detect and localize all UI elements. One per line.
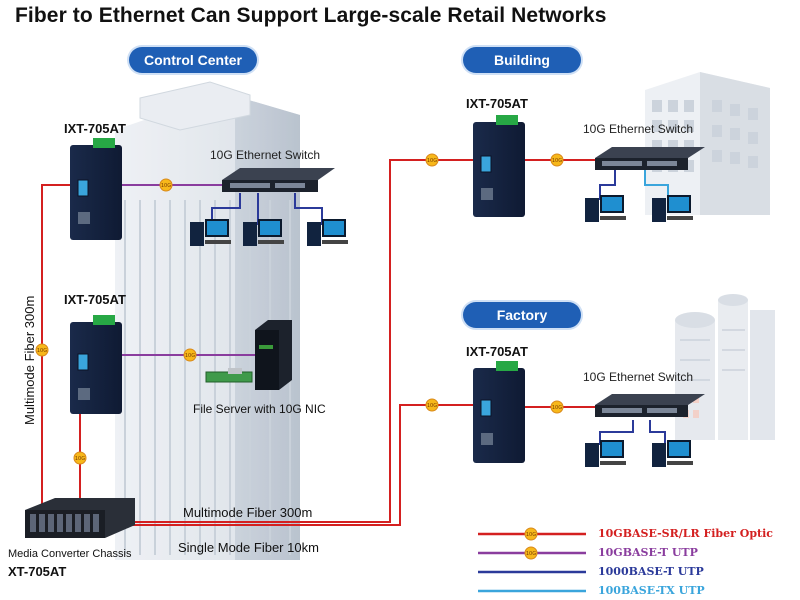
legend-utp1000: 1000BASE-T UTP — [598, 565, 704, 578]
pc-group-building — [585, 195, 693, 222]
multimode-fiber-label: Multimode Fiber 300m — [183, 505, 313, 520]
file-server — [205, 320, 292, 390]
converter-building-label: IXT-705AT — [466, 96, 528, 111]
line-badges: 10G 10G 10G 10G 10G 10G 10G 10G — [35, 153, 564, 465]
media-converter-chassis — [25, 498, 135, 538]
badge-label: 10G — [552, 405, 562, 411]
control-center-tower — [115, 81, 300, 560]
chassis-name: Media Converter Chassis — [8, 548, 132, 560]
factory-illustration — [675, 294, 775, 440]
building-illustration — [645, 72, 770, 215]
badge-label: 10G — [37, 348, 47, 354]
page-title: Fiber to Ethernet Can Support Large-scal… — [15, 4, 607, 27]
converter-building — [473, 115, 525, 217]
legend-fiber: 10GBASE-SR/LR Fiber Optic — [598, 527, 773, 540]
pc-group-factory — [585, 440, 693, 467]
converter-mid — [70, 315, 122, 414]
badge-label: 10G — [526, 532, 536, 538]
switch-factory — [595, 394, 705, 417]
switch-building — [595, 147, 705, 170]
pc-group-control — [190, 219, 348, 246]
building-pill: Building — [463, 47, 581, 73]
factory-pill: Factory — [463, 302, 581, 328]
legend-utp100: 100BASE-TX UTP — [598, 584, 705, 597]
legend-utp10g: 10GBASE-T UTP — [598, 546, 698, 559]
badge-label: 10G — [427, 158, 437, 164]
badge-label: 10G — [161, 183, 171, 189]
control-center-pill: Control Center — [129, 47, 257, 73]
badge-label: 10G — [75, 456, 85, 462]
converter-factory — [473, 361, 525, 463]
converter-mid-label: IXT-705AT — [64, 292, 126, 307]
legend-lines: 10G 10G — [478, 527, 586, 593]
switch-control — [222, 168, 335, 192]
vertical-fiber-label: Multimode Fiber 300m — [22, 295, 37, 425]
badge-label: 10G — [526, 551, 536, 557]
chassis-model: XT-705AT — [8, 564, 67, 579]
singlemode-fiber-label: Single Mode Fiber 10km — [178, 540, 319, 555]
switch-factory-label: 10G Ethernet Switch — [583, 370, 694, 384]
utp100-links — [644, 170, 669, 200]
badge-label: 10G — [427, 403, 437, 409]
file-server-label: File Server with 10G NIC — [193, 402, 326, 416]
converter-top — [70, 138, 122, 240]
badge-label: 10G — [552, 158, 562, 164]
switch-control-label: 10G Ethernet Switch — [210, 148, 321, 162]
badge-label: 10G — [185, 353, 195, 359]
switch-building-label: 10G Ethernet Switch — [583, 122, 694, 136]
converter-factory-label: IXT-705AT — [466, 344, 528, 359]
converter-top-label: IXT-705AT — [64, 121, 126, 136]
